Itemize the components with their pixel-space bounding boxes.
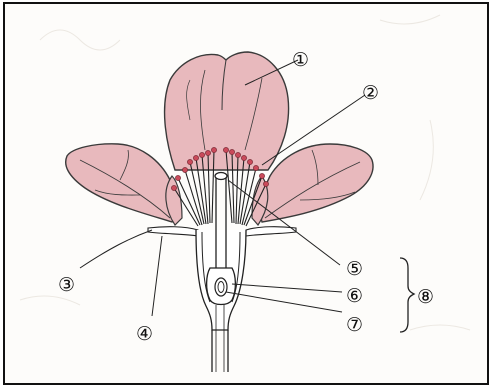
- label-3: ③: [58, 274, 75, 296]
- label-8: ⑧: [417, 286, 434, 308]
- label-5: ⑤: [346, 258, 363, 280]
- stigma: [215, 173, 227, 180]
- label-2: ②: [362, 82, 379, 104]
- label-4: ④: [136, 323, 153, 345]
- bracket-8: [400, 258, 414, 332]
- left-petal: [66, 144, 176, 222]
- label-7: ⑦: [346, 314, 363, 336]
- label-1: ①: [292, 49, 309, 71]
- right-sepal: [246, 227, 296, 236]
- pedicel: [212, 330, 228, 372]
- left-sepal: [148, 227, 198, 236]
- label-6: ⑥: [346, 285, 363, 307]
- ovule: [215, 278, 227, 296]
